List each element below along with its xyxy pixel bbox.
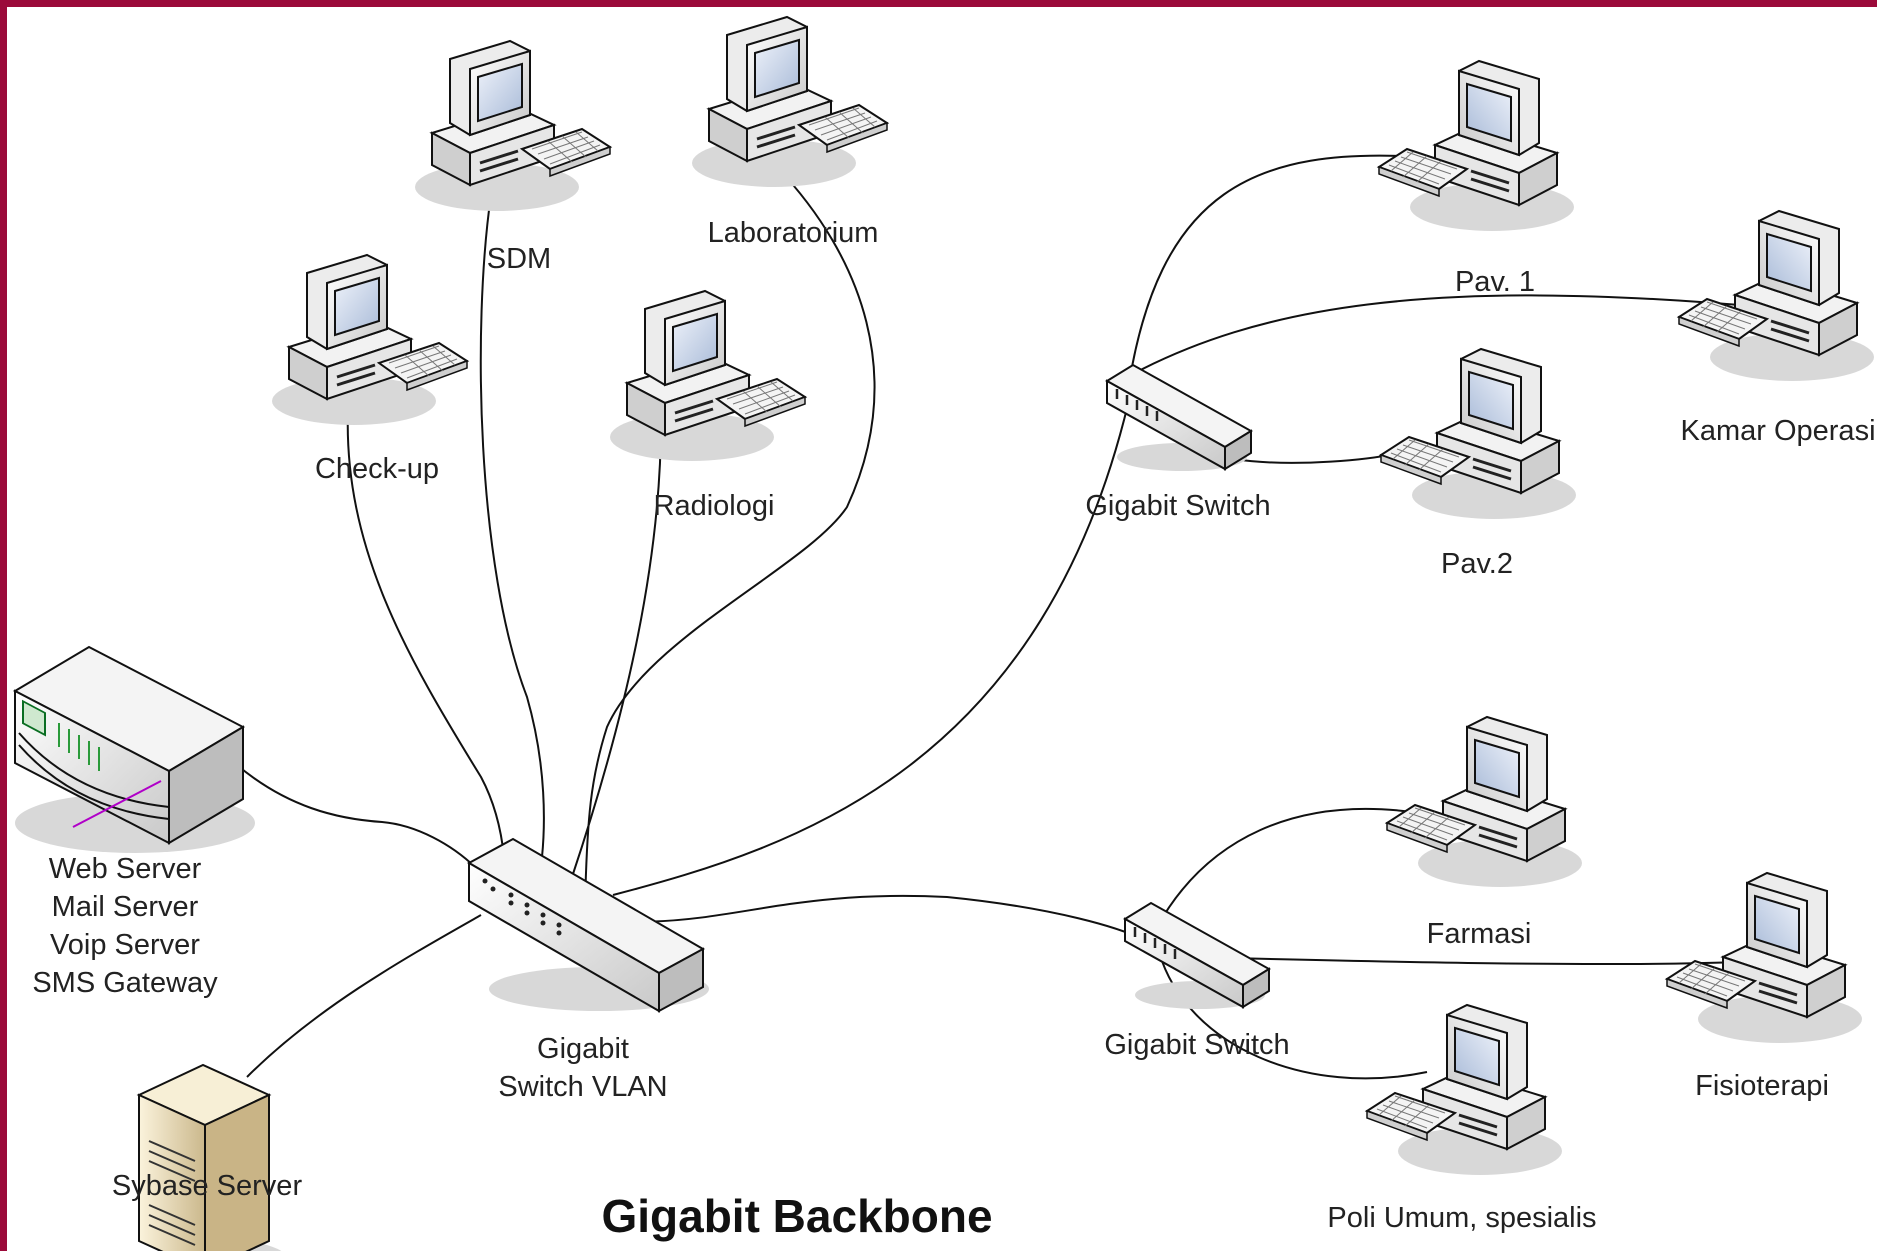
cable-switch-top-operasi: [1126, 294, 1763, 378]
label-laboratorium: Laboratorium: [707, 217, 879, 249]
label-sdm: SDM: [486, 243, 552, 275]
cable-switch-top-pav1: [1126, 154, 1423, 398]
label-web-server: Web Server Mail Server Voip Server SMS G…: [32, 853, 218, 999]
cable-core-laboratorium: [584, 166, 876, 908]
fisioterapi-computer-icon: [1665, 871, 1864, 1045]
cable-core-webserver: [236, 764, 476, 868]
checkup-computer-icon: [270, 253, 469, 427]
cable-core-radiologi: [571, 414, 663, 878]
label-farmasi: Farmasi: [1426, 918, 1532, 950]
cable-switch-bottom-fisioterapi: [1186, 956, 1740, 966]
radiologi-computer-icon: [608, 289, 807, 463]
label-radiologi: Radiologi: [653, 490, 775, 522]
cable-core-sdm: [479, 194, 545, 858]
label-core-switch: Gigabit Switch VLAN: [498, 1033, 668, 1103]
label-check-up: Check-up: [314, 453, 440, 485]
switch-bottom-icon: [1123, 901, 1271, 1011]
label-switch-bottom: Gigabit Switch: [1104, 1029, 1290, 1061]
label-switch-top: Gigabit Switch: [1085, 490, 1271, 522]
cable-core-checkup: [346, 408, 505, 858]
cables: [236, 154, 1763, 1080]
cable-core-sybase: [246, 914, 482, 1078]
sdm-computer-icon: [413, 39, 612, 213]
cable-core-switch-top: [612, 386, 1133, 896]
network-diagram: [14, 15, 1876, 1251]
label-sybase-server: Sybase Server: [111, 1170, 303, 1202]
label-kamar-operasi: Kamar Operasi: [1680, 415, 1876, 447]
diagram-title: Gigabit Backbone: [601, 1190, 993, 1242]
poli-umum-computer-icon: [1365, 1003, 1564, 1177]
label-fisioterapi: Fisioterapi: [1695, 1070, 1829, 1102]
pav2-computer-icon: [1379, 347, 1578, 521]
label-poli-umum: Poli Umum, spesialis: [1327, 1202, 1597, 1234]
tower-server-icon: [138, 1064, 290, 1251]
pav1-computer-icon: [1377, 59, 1576, 233]
kamar-operasi-computer-icon: [1677, 209, 1876, 383]
laboratorium-computer-icon: [690, 15, 889, 189]
switch-top-icon: [1105, 363, 1253, 473]
cable-switch-bottom-farmasi: [1156, 808, 1413, 928]
rack-server-icon: [14, 646, 256, 854]
farmasi-computer-icon: [1385, 715, 1584, 889]
label-pav2: Pav.2: [1440, 548, 1514, 580]
label-pav1: Pav. 1: [1454, 266, 1536, 298]
core-switch-icon: [468, 838, 710, 1012]
